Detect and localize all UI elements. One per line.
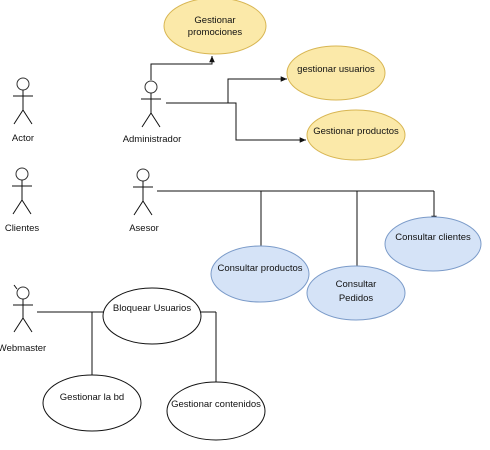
edge-admin-promociones xyxy=(150,56,215,80)
stick-figure-icon xyxy=(13,77,33,125)
use-case-label: Consultar clientes xyxy=(395,232,471,243)
stick-figure-icon xyxy=(13,284,33,333)
use-case-consultar-productos[interactable]: Consultar productos xyxy=(210,245,310,303)
use-case-gestionar-contenidos[interactable]: Gestionar contenidos xyxy=(166,381,266,441)
use-case-shape xyxy=(286,45,386,101)
use-case-consultar-clientes[interactable]: Consultar clientes xyxy=(384,216,482,272)
actor-administrador[interactable]: Administrador xyxy=(123,80,182,145)
use-case-label: Gestionar contenidos xyxy=(171,399,261,410)
use-case-label: Bloquear Usuarios xyxy=(113,303,191,314)
edge-admin-usuarios xyxy=(166,76,287,104)
use-case-consultar-pedidos[interactable]: Consultar Pedidos xyxy=(306,265,406,321)
stick-figure-icon xyxy=(133,168,153,216)
use-case-shape xyxy=(102,287,202,345)
use-case-shape xyxy=(384,216,482,272)
use-case-shape xyxy=(163,0,267,55)
use-case-label: Consultar productos xyxy=(217,263,302,274)
use-case-label: Gestionar la bd xyxy=(60,392,124,403)
use-case-label: promociones xyxy=(188,27,243,38)
actor-label: Webmaster xyxy=(0,343,46,354)
edge-admin-productos xyxy=(166,102,306,143)
use-case-label: gestionar usuarios xyxy=(297,64,375,75)
use-case-shape xyxy=(306,109,406,161)
use-case-shape xyxy=(210,245,310,303)
stick-figure-icon xyxy=(12,167,32,215)
use-case-shape xyxy=(166,381,266,441)
use-case-gestionar-usuarios[interactable]: gestionar usuarios xyxy=(286,45,386,101)
use-case-label: Gestionar xyxy=(194,15,235,26)
actor-label: Asesor xyxy=(129,223,159,234)
use-case-label: Pedidos xyxy=(339,293,374,304)
actor-label: Clientes xyxy=(5,223,40,234)
use-case-shape xyxy=(306,265,406,321)
use-case-bloquear-usuarios[interactable]: Bloquear Usuarios xyxy=(102,287,202,345)
connectors xyxy=(37,56,437,389)
use-case-gestionar-promociones[interactable]: Gestionar promociones xyxy=(163,0,267,55)
stick-figure-icon xyxy=(141,80,161,128)
actor-actor[interactable]: Actor xyxy=(12,77,34,144)
use-case-shape xyxy=(42,374,142,432)
use-case-label: Consultar xyxy=(336,279,377,290)
actor-webmaster[interactable]: Webmaster xyxy=(0,284,46,354)
actor-clientes[interactable]: Clientes xyxy=(5,167,40,234)
actor-asesor[interactable]: Asesor xyxy=(129,168,159,234)
use-case-gestionar-productos[interactable]: Gestionar productos xyxy=(306,109,406,161)
refresh-mark xyxy=(13,284,18,290)
actor-label: Actor xyxy=(12,133,34,144)
use-case-gestionar-bd[interactable]: Gestionar la bd xyxy=(42,374,142,432)
actor-label: Administrador xyxy=(123,134,182,145)
use-case-label: Gestionar productos xyxy=(313,126,399,137)
